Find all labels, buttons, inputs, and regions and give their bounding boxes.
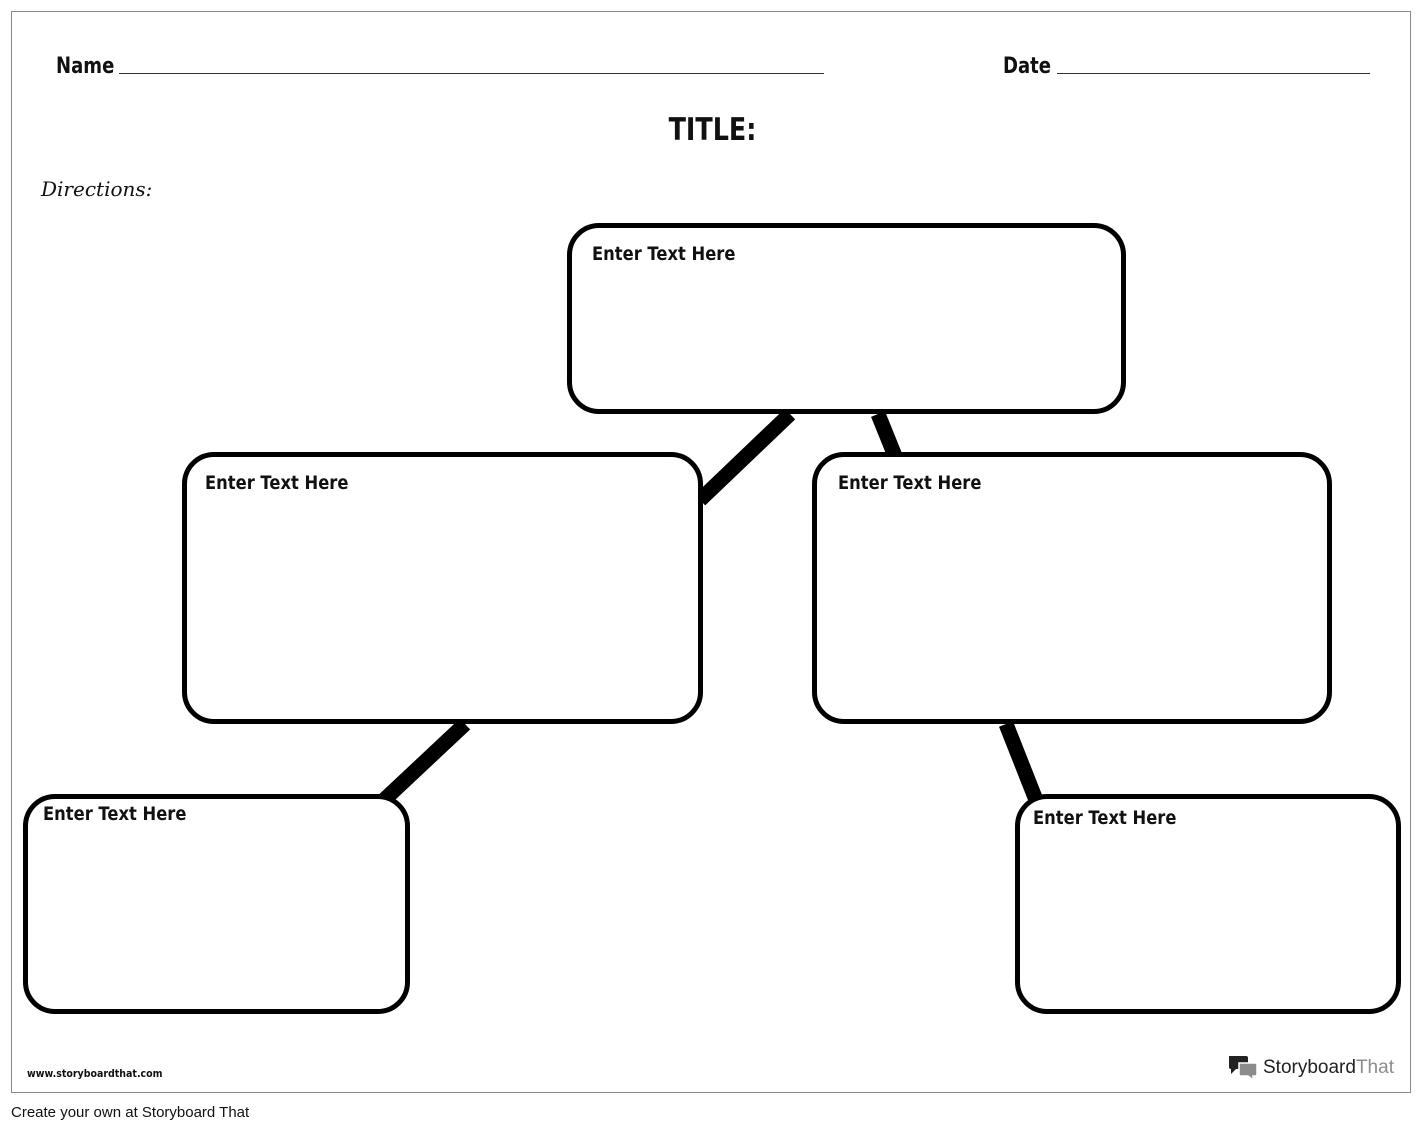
box-bottom-right[interactable] [1015,794,1401,1014]
brand-logo[interactable]: StoryboardThat [1227,1054,1394,1082]
box-middle-right-text[interactable]: Enter Text Here [838,472,982,494]
box-middle-left-text[interactable]: Enter Text Here [205,472,349,494]
speech-bubbles-icon [1229,1056,1258,1082]
box-top[interactable] [567,223,1126,414]
directions-label: Directions: [41,177,153,201]
footer-caption[interactable]: Create your own at Storyboard That [11,1104,250,1121]
box-top-text[interactable]: Enter Text Here [592,243,736,265]
site-url[interactable]: www.storyboardthat.com [27,1067,163,1080]
brand-name-light: That [1355,1057,1394,1078]
date-label: Date [1003,54,1052,79]
box-middle-right[interactable] [812,452,1332,724]
box-bottom-left[interactable] [23,794,410,1014]
brand-name: StoryboardThat [1263,1057,1394,1079]
name-label: Name [56,54,115,79]
box-middle-left[interactable] [182,452,703,724]
worksheet-title: TITLE: [668,112,757,148]
box-bottom-right-text[interactable]: Enter Text Here [1033,807,1177,829]
box-bottom-left-text[interactable]: Enter Text Here [43,803,187,825]
date-line[interactable] [1057,73,1370,74]
name-line[interactable] [119,73,824,74]
brand-name-strong: Storyboard [1263,1057,1356,1078]
